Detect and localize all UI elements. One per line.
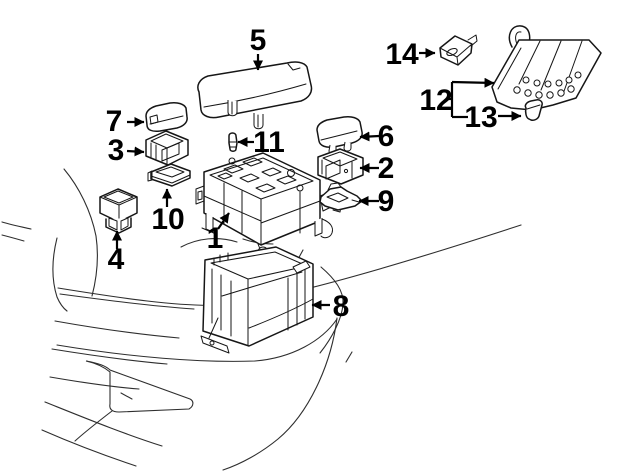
callout-7: 7 xyxy=(106,105,145,138)
callout-5-number: 5 xyxy=(250,24,267,57)
callout-12-number: 12 xyxy=(419,84,452,117)
beltline-lower xyxy=(59,293,195,310)
part-8-lower-housing xyxy=(200,246,314,354)
callout-1: 1 xyxy=(207,212,230,255)
bumper-right-outline xyxy=(222,317,338,471)
engine-bay-curve-1 xyxy=(180,238,238,248)
bumper-top-line xyxy=(56,318,338,362)
part-7-relay-box-cover xyxy=(145,102,188,132)
callout-3-arrow xyxy=(126,146,145,157)
callout-3: 3 xyxy=(108,134,145,167)
callout-9: 9 xyxy=(358,185,395,218)
a-pillar-line xyxy=(63,168,98,297)
callout-6: 6 xyxy=(359,120,395,153)
left-edge-stub-2 xyxy=(1,234,25,242)
part-9-side-bracket xyxy=(319,182,363,211)
callout-6-arrow xyxy=(359,131,380,142)
part-5-fuse-box-cover xyxy=(197,61,313,130)
callout-5: 5 xyxy=(250,24,267,71)
part-1-main-fuse-relay-block xyxy=(195,152,343,258)
fender-edge-line xyxy=(52,237,68,312)
callout-7-number: 7 xyxy=(106,105,123,138)
callout-10: 10 xyxy=(151,188,185,236)
grille-line-2 xyxy=(51,348,168,365)
callout-14: 14 xyxy=(385,38,436,71)
part-4-relay xyxy=(99,188,138,234)
callout-13-number: 13 xyxy=(464,101,497,134)
part-11-mini-fuse xyxy=(228,132,238,152)
part-14-small-relay xyxy=(439,34,478,66)
bumper-left-line-2 xyxy=(41,429,137,467)
fog-lamp-tail xyxy=(74,410,113,442)
part-12-junction-relay-block xyxy=(491,25,602,111)
callout-4: 4 xyxy=(108,230,125,276)
callout-10-number: 10 xyxy=(151,203,184,236)
callout-11-number: 11 xyxy=(253,126,285,159)
bumper-left-line-1 xyxy=(44,401,163,447)
left-edge-stub-1 xyxy=(1,221,32,230)
fog-lamp-tick xyxy=(120,392,133,400)
fog-lamp-recess xyxy=(85,360,194,413)
callout-1-number: 1 xyxy=(207,222,224,255)
grille-line-1 xyxy=(54,320,180,339)
callout-2: 2 xyxy=(359,152,395,185)
callout-2-number: 2 xyxy=(378,152,395,185)
part-10-lower-bracket xyxy=(147,163,191,187)
callout-13: 13 xyxy=(464,101,522,134)
callout-9-number: 9 xyxy=(378,185,395,218)
callout-12: 12 xyxy=(419,77,495,119)
vehicle-front-end-sketch xyxy=(1,168,522,471)
callout-6-number: 6 xyxy=(378,120,395,153)
callout-14-number: 14 xyxy=(385,38,419,71)
part-3-relay-box xyxy=(145,130,189,166)
callout-3-number: 3 xyxy=(108,134,125,167)
grille-line-3 xyxy=(49,376,140,390)
callout-4-number: 4 xyxy=(108,243,125,276)
part-13-clip xyxy=(524,99,543,121)
callout-8-number: 8 xyxy=(333,290,350,323)
part-2-side-relay-box xyxy=(317,148,364,185)
callout-12-arrow xyxy=(451,77,495,88)
tick-mark-1 xyxy=(345,351,353,363)
callout-8: 8 xyxy=(311,290,350,323)
bumper-corner-line xyxy=(319,266,344,354)
callout-1-arrow xyxy=(217,212,230,230)
callout-11: 11 xyxy=(237,126,285,159)
